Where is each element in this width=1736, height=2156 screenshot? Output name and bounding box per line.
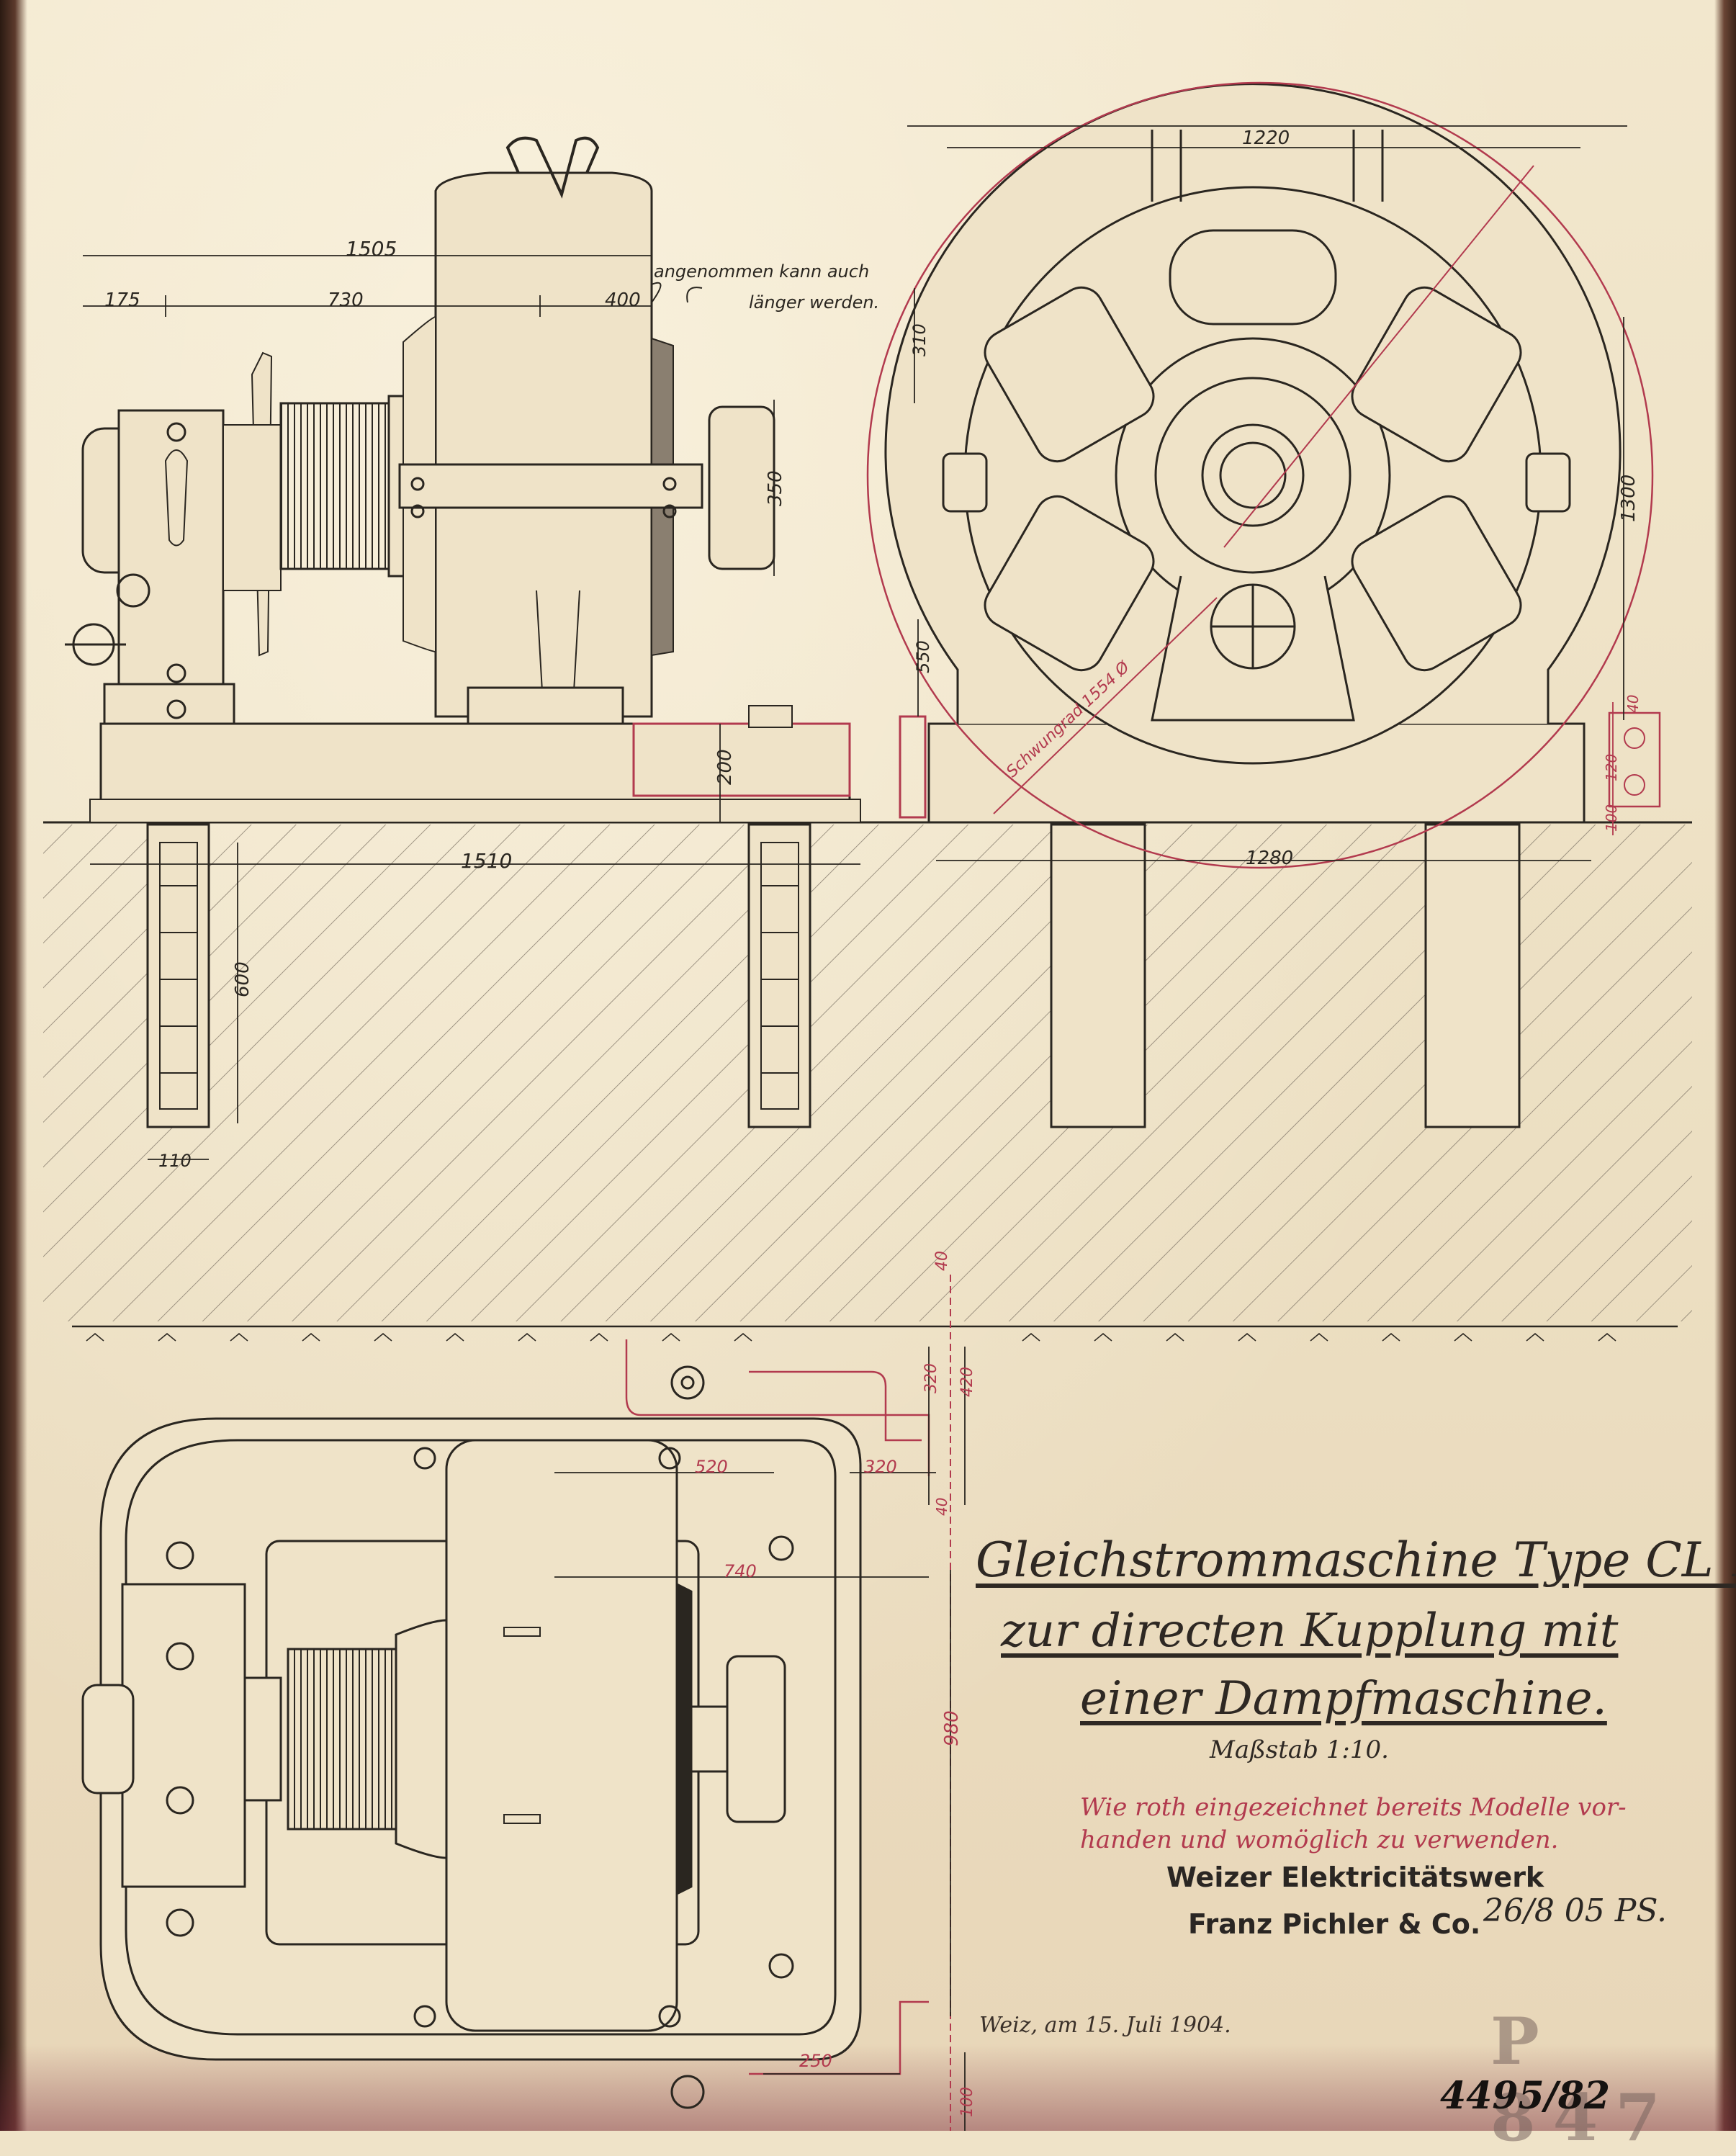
dim-980: 980 — [941, 1710, 963, 1746]
machine-body-plan — [445, 1439, 678, 2032]
dim-730: 730 — [328, 289, 364, 311]
plan-view — [72, 1275, 1678, 2131]
dim-1280: 1280 — [1246, 848, 1293, 869]
title-line-2: zur directen Kupplung mit — [1001, 1604, 1619, 1658]
dim-40-mid: 40 — [933, 1498, 950, 1516]
shaft — [398, 463, 703, 509]
dim-40-top: 40 — [933, 1251, 951, 1271]
red-frame-path-a — [749, 1370, 922, 1442]
pole-lower-right — [1351, 495, 1522, 672]
sheet-edge-left — [0, 0, 27, 2131]
dim-420: 420 — [958, 1367, 976, 1397]
dim-250: 250 — [799, 2051, 832, 2071]
red-note-line-1: Wie roth eingezeichnet bereits Modelle v… — [1080, 1793, 1627, 1822]
rail-leader — [993, 597, 1218, 814]
signature-initials: 26/8 05 PS. — [1483, 1892, 1667, 1929]
anchor-pit-left — [146, 823, 210, 1128]
dim-400: 400 — [605, 289, 641, 311]
commutator — [279, 402, 390, 570]
dim-1300: 1300 — [1618, 475, 1640, 522]
anchor-bolt-bottom — [670, 2075, 705, 2109]
pole-upper-right — [1351, 286, 1522, 463]
dim-740: 740 — [724, 1561, 757, 1581]
dim-600: 600 — [232, 961, 253, 997]
dim-1505: 1505 — [346, 237, 397, 261]
hub — [1201, 423, 1305, 527]
archive-number: 4495/82 — [1440, 2074, 1611, 2118]
sheet-edge-right — [1714, 0, 1736, 2131]
pole-top — [1169, 229, 1337, 325]
gear-housing — [65, 409, 235, 725]
commutator-plan — [287, 1648, 397, 1831]
side-dimension-lines — [83, 255, 860, 1160]
dim-175: 175 — [104, 289, 140, 311]
dim-110: 110 — [158, 1151, 192, 1171]
pole-upper-left — [984, 286, 1155, 463]
base-plate-flange — [89, 799, 861, 823]
dim-40-end: 40 — [1624, 695, 1642, 713]
title-line-3: einer Dampfmaschine. — [1080, 1672, 1607, 1725]
dim-1510: 1510 — [461, 849, 512, 873]
place-and-date: Weiz, am 15. Juli 1904. — [979, 2013, 1231, 2038]
dim-120-end: 120 — [1603, 754, 1620, 781]
dim-350: 350 — [765, 470, 786, 506]
armature-inner — [1154, 377, 1352, 574]
coupling-flange — [222, 424, 282, 591]
dim-320-vertical: 320 — [922, 1363, 940, 1393]
anchor-bolt-top — [670, 1365, 705, 1400]
company-name: Weizer Elektricitätswerk — [1166, 1861, 1544, 1893]
bearing-pedestal-red — [632, 722, 851, 797]
foundation-hatch — [43, 825, 1692, 1321]
flywheel-circle-red — [866, 81, 1654, 869]
base-outline-inner — [125, 1439, 837, 2036]
dim-100-end: 100 — [1603, 804, 1620, 832]
plan-dimension-lines — [554, 1347, 966, 2131]
shaft-note-2: länger werden. — [749, 292, 879, 313]
red-note-line-2: handen und womöglich zu verwenden. — [1080, 1825, 1559, 1854]
pole-lower-left — [984, 495, 1155, 672]
anchor-plate-red — [1608, 711, 1661, 808]
anchor-pit-right — [747, 823, 811, 1128]
dim-200: 200 — [714, 749, 736, 785]
lifting-eye — [505, 136, 600, 199]
soil-marks — [86, 1333, 1616, 1342]
end-view — [866, 81, 1661, 1128]
pulley-plan — [726, 1655, 786, 1823]
firm-name: Franz Pichler & Co. — [1188, 1908, 1481, 1940]
end-shield-plan — [395, 1619, 448, 1859]
dim-550: 550 — [913, 640, 933, 673]
dim-310: 310 — [909, 323, 930, 356]
scale-note: Maßstab 1:10. — [1210, 1735, 1389, 1764]
shaft-note-1: angenommen kann auch — [654, 261, 869, 282]
body-feet — [467, 686, 624, 725]
side-view — [43, 136, 1692, 1321]
machine-body — [434, 171, 653, 718]
dim-320-horizontal: 320 — [864, 1457, 897, 1477]
title-line-1: Gleichstrommaschine Type CL 12 — [976, 1532, 1736, 1588]
gear-housing-plan — [121, 1583, 246, 1888]
end-dimension-lines — [907, 125, 1627, 861]
dim-520: 520 — [695, 1457, 728, 1477]
dim-100-bottom: 100 — [958, 2087, 976, 2117]
dim-1220: 1220 — [1242, 127, 1290, 149]
